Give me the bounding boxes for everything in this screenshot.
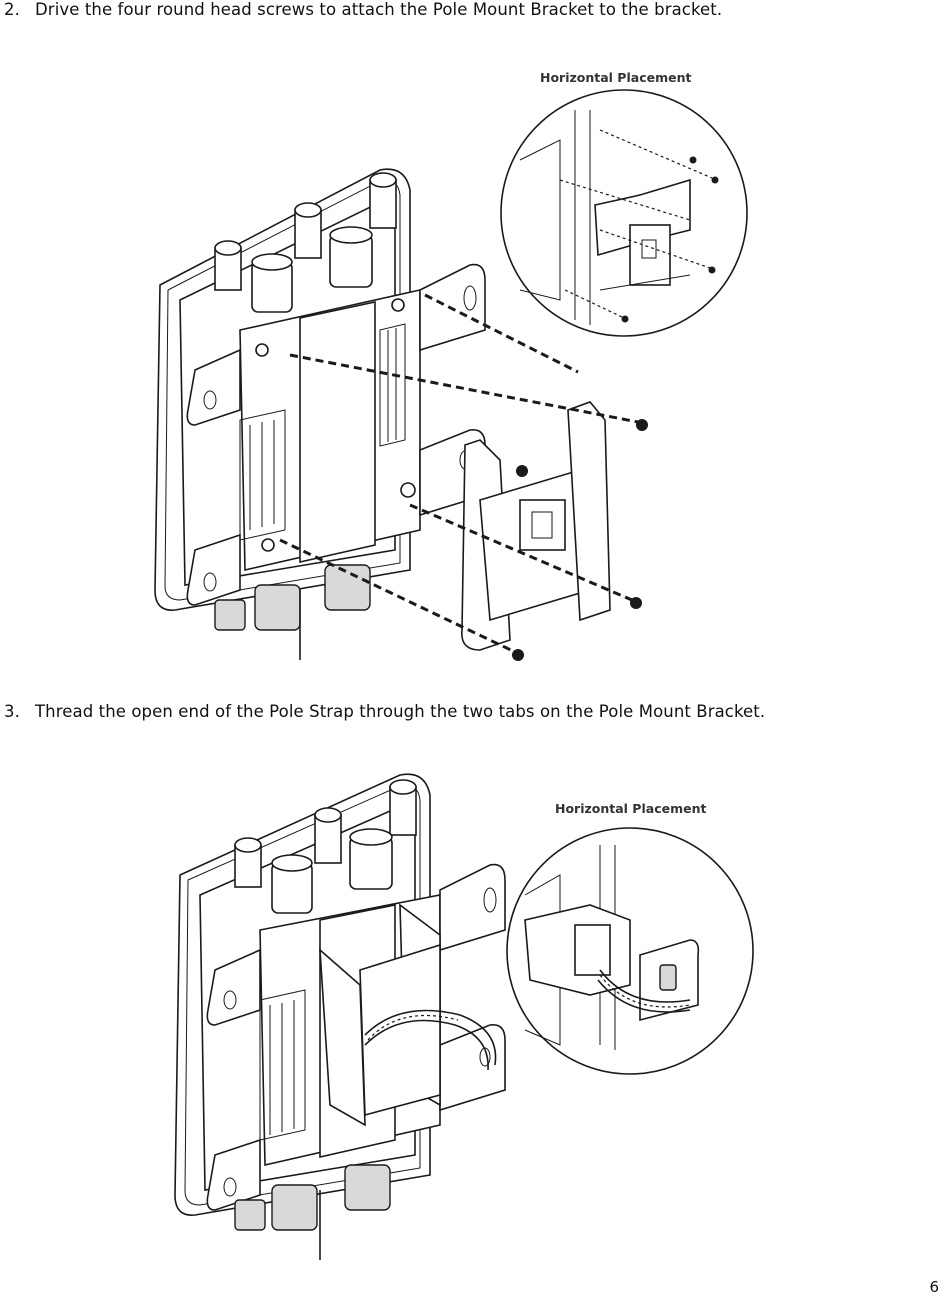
page-number: 6 <box>929 1278 939 1296</box>
step-number: 2. <box>4 0 20 19</box>
pole-strap <box>364 1009 497 1071</box>
step-text: Thread the open end of the Pole Strap th… <box>35 702 766 721</box>
pole-mount-bracket <box>319 903 441 1127</box>
inset-caption: Horizontal Placement <box>540 70 691 85</box>
screw-arrows <box>255 293 648 661</box>
inset-caption: Horizontal Placement <box>555 801 706 816</box>
pole-mount-screw-diagram: Horizontal Placement <box>154 70 748 661</box>
pole-strap-diagram: Horizontal Placement <box>174 773 754 1260</box>
step-number: 3. <box>4 702 20 721</box>
inset-detail: Horizontal Placement <box>500 70 748 337</box>
step-text: Drive the four round head screws to atta… <box>35 0 723 19</box>
step-2-instruction: 2. Drive the four round head screws to at… <box>4 0 722 19</box>
pole-mount-bracket <box>461 401 611 651</box>
step-3-instruction: 3. Thread the open end of the Pole Strap … <box>4 702 765 721</box>
connector-group <box>214 172 397 313</box>
inset-detail: Horizontal Placement <box>506 801 754 1075</box>
access-point-illustration <box>154 168 486 660</box>
